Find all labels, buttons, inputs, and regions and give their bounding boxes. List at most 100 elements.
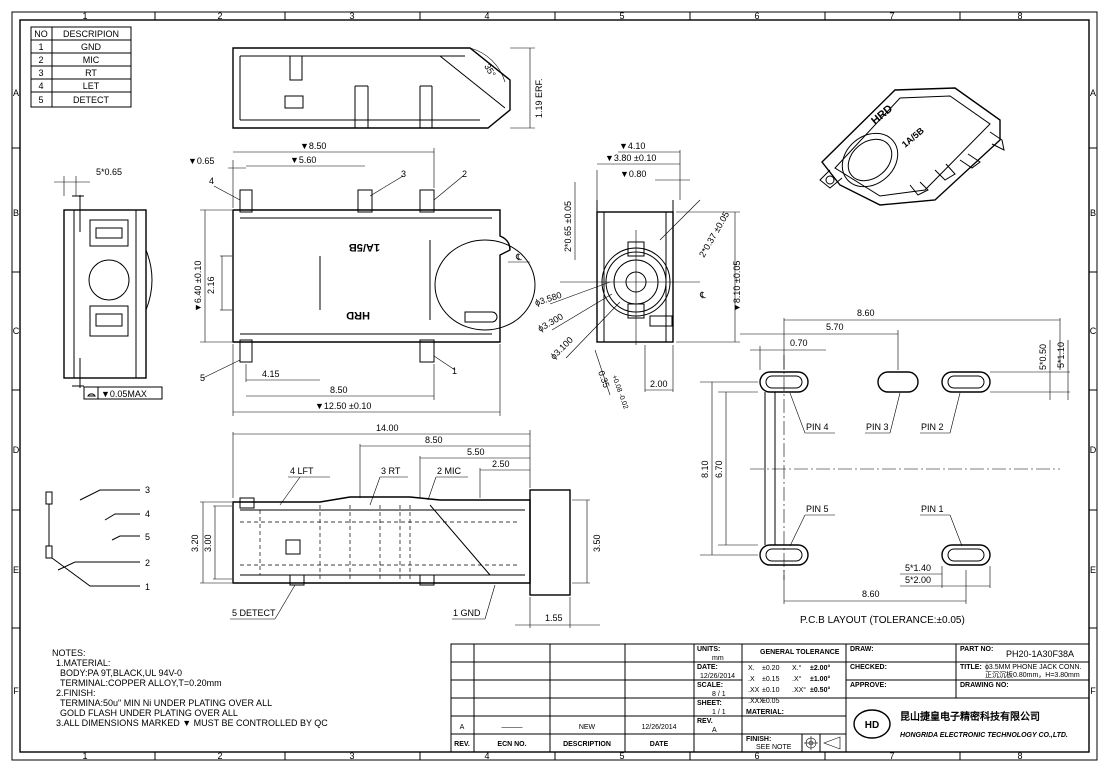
- pin-table-cell: 1: [38, 42, 43, 52]
- side-pin-3: 3: [401, 169, 406, 179]
- dim-1250: ▼12.50 ±0.10: [315, 401, 371, 411]
- col-label-6-bottom: 6: [754, 751, 759, 761]
- projection-symbol-icon: [804, 736, 841, 750]
- side-pin-5: 5: [200, 373, 205, 383]
- row-label-c-right: C: [1090, 326, 1097, 336]
- pin-table-cell: 4: [38, 81, 43, 91]
- dim-250: 2.50: [492, 459, 510, 469]
- pin-table-cell: 5: [38, 95, 43, 105]
- pin-table-cell: 2: [38, 55, 43, 65]
- units-label: UNITS:: [697, 646, 720, 653]
- top-view-erf: 1.19 ERF.: [534, 78, 544, 118]
- part-no-value: PH20-1A30F38A: [1006, 649, 1074, 659]
- gt-cell: .X: [748, 676, 755, 683]
- front-view: ▼4.10 ▼3.80 ±0.10 ▼0.80 ▼8.10 ±0.05 2*0.…: [534, 141, 742, 410]
- company-logo: HD: [853, 709, 891, 739]
- rev-row-rev: A: [460, 724, 465, 731]
- title-label: TITLE:: [960, 664, 982, 671]
- row-label-d-right: D: [1090, 445, 1097, 455]
- pin-schematic: 3 4 5 2 1: [45, 485, 150, 592]
- dim-670: 6.70: [714, 460, 724, 478]
- col-label-3-bottom: 3: [349, 751, 354, 761]
- gt-cell: ±0.50°: [810, 686, 830, 694]
- col-label-8: 8: [1017, 11, 1022, 21]
- dim-216: 2.16: [206, 276, 216, 294]
- col-label-6: 6: [754, 11, 759, 21]
- row-label-b-right: B: [1090, 208, 1096, 218]
- gt-cell: X.°: [792, 664, 802, 672]
- date-value: 12/26/2014: [700, 673, 735, 680]
- rev-row-desc: NEW: [579, 724, 596, 731]
- col-label-3: 3: [349, 11, 354, 21]
- dim-350: 3.50: [592, 534, 602, 552]
- side-centerline-mark: ℄: [515, 252, 522, 262]
- dim-320: 3.20: [190, 534, 200, 552]
- col-label-2: 2: [217, 11, 222, 21]
- gt-cell: ±0.05: [762, 698, 780, 705]
- schem-pin-2: 2: [145, 558, 150, 568]
- drawing-border: 1 2 3 4 5 6 7 8 1 2 3 4 5 6 7 8 A B C D …: [11, 11, 1098, 761]
- pcb-pin-5: PIN 5: [806, 504, 829, 514]
- part-no-label: PART NO:: [960, 646, 993, 653]
- dim-200: 2.00: [650, 379, 668, 389]
- rev-header-ecn: ECN NO.: [497, 741, 526, 748]
- title-value-2: 正沉沉板0.80mm，H=3.80mm: [985, 670, 1080, 679]
- isometric-view: HRD 1A/5B: [819, 87, 1005, 206]
- row-label-b: B: [13, 208, 19, 218]
- tol-035: +0.08 -0.02: [610, 374, 629, 410]
- left-end-view: 5*0.65 ▼0.05MAX: [54, 167, 163, 400]
- row-label-f: F: [13, 686, 19, 696]
- dim-550: 5.50: [467, 447, 485, 457]
- bottom-view: 14.00 8.50 5.50 2.50 3.20 3.00 3.50 1.55…: [190, 423, 602, 628]
- dim-5x140: 5*1.40: [905, 563, 931, 573]
- dim-410: ▼4.10: [619, 141, 645, 151]
- row-label-a: A: [13, 88, 19, 98]
- note-line: 2.FINISH:: [56, 688, 96, 698]
- pcb-pin-1: PIN 1: [921, 504, 944, 514]
- col-label-5-bottom: 5: [619, 751, 624, 761]
- dim-810-front: ▼8.10 ±0.05: [732, 261, 742, 312]
- note-line: 3.ALL DIMENSIONS MARKED ▼ MUST BE CONTRO…: [56, 718, 328, 728]
- pin-table-cell: LET: [83, 81, 100, 91]
- side-view: 1A/5B HRD ▼8.50 ▼5.60 ▼0.65 ▼6.40 ±0.10 …: [188, 141, 536, 416]
- col-label-5: 5: [619, 11, 624, 21]
- flatness-tolerance: ▼0.05MAX: [101, 389, 147, 399]
- sheet-label: SHEET:: [697, 700, 722, 707]
- row-label-e: E: [13, 565, 19, 575]
- side-pin-2: 2: [462, 169, 467, 179]
- rev-header-date: DATE: [650, 741, 669, 748]
- checked-label: CHECKED:: [850, 664, 887, 671]
- title-value-1: ϕ3.5MM PHONE JACK CONN.: [985, 664, 1082, 671]
- top-view: 35° 1.19 ERF.: [232, 47, 544, 129]
- gt-cell: ±0.15: [762, 676, 780, 683]
- pin-table-header-desc: DESCRIPION: [63, 29, 119, 39]
- finish-label: FINISH:: [746, 736, 771, 743]
- iso-mark-1a5b: 1A/5B: [900, 125, 926, 149]
- dim-155: 1.55: [545, 613, 563, 623]
- company-logo-text: HD: [865, 720, 879, 731]
- bv-label-5detect: 5 DETECT: [232, 608, 276, 618]
- bv-label-4lft: 4 LFT: [290, 466, 314, 476]
- gt-cell: .XX°: [792, 686, 806, 694]
- schem-pin-5: 5: [145, 532, 150, 542]
- pcb-pin-2: PIN 2: [921, 422, 944, 432]
- col-label-4: 4: [484, 11, 489, 21]
- note-line: TERMINAL:COPPER ALLOY,T=0.20mm: [60, 678, 222, 688]
- dim-5x110: 5*1.10: [1056, 342, 1066, 368]
- rev-row-date: 12/26/2014: [641, 724, 676, 731]
- bv-label-1gnd: 1 GND: [453, 608, 481, 618]
- pin-table-header-no: NO: [34, 29, 48, 39]
- col-label-7: 7: [889, 11, 894, 21]
- pcb-pin-4: PIN 4: [806, 422, 829, 432]
- company-name-en: HONGRIDA ELECTRONIC TECHNOLOGY CO.,LTD.: [900, 732, 1068, 739]
- dim-415: 4.15: [262, 369, 280, 379]
- dim-5x050: 5*0.50: [1038, 344, 1048, 370]
- drawing-no-label: DRAWING NO:: [960, 682, 1009, 689]
- side-mark-1a5b: 1A/5B: [349, 241, 380, 253]
- gt-cell: .XX: [748, 687, 760, 694]
- dim-3100: ϕ3.100: [548, 335, 575, 362]
- dim-5x200: 5*2.00: [905, 575, 931, 585]
- date-label: DATE:: [697, 664, 718, 671]
- dim-070: 0.70: [790, 338, 808, 348]
